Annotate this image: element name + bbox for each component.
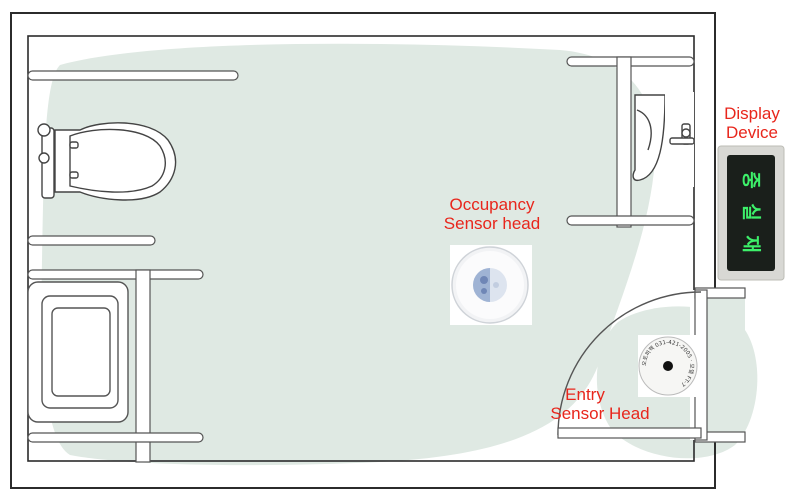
inner-wall — [27, 35, 695, 462]
display-sign-char-3: 재 — [740, 235, 762, 252]
occupancy-sensor-label: Occupancy Sensor head — [443, 195, 541, 233]
display-device-label: Display Device — [724, 104, 780, 142]
occupancy-sensor-head — [450, 245, 532, 325]
outer-wall — [10, 12, 716, 489]
sink-counter — [27, 281, 129, 423]
entry-door — [557, 287, 746, 443]
entry-sensor-head: 오토퍼펙 031-421-2005 · 모델 FT-7 — [638, 335, 698, 397]
display-sign-char-1: 중 — [740, 171, 762, 188]
display-device: 중 실 재 — [717, 145, 785, 281]
display-sign-char-2: 실 — [740, 203, 762, 220]
stall-partition-top — [27, 70, 239, 246]
urinal — [632, 92, 695, 187]
occupancy-coverage-area — [41, 43, 656, 466]
door-swing-arc — [557, 291, 702, 436]
entry-sensor-label: Entry Sensor Head — [550, 385, 650, 423]
urinal-partition — [566, 56, 695, 228]
toilet — [37, 122, 177, 201]
door-leaf — [557, 427, 702, 439]
stall-partition-bottom — [27, 269, 204, 463]
